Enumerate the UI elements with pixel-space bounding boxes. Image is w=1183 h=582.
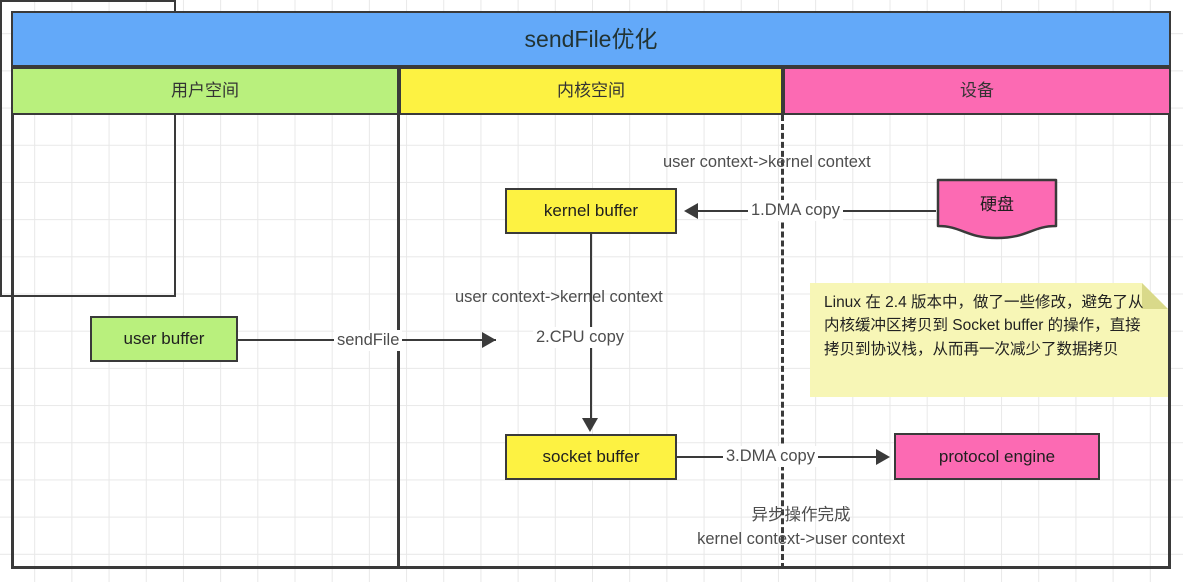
edge-label-cpu-copy-2: 2.CPU copy	[533, 327, 628, 349]
node-kernel-buffer[interactable]: kernel buffer	[505, 188, 677, 234]
edge-cpu-copy-2-arrowhead	[582, 418, 598, 432]
annotation-context-switch-mid: user context->kernel context	[455, 288, 663, 306]
node-user-buffer[interactable]: user buffer	[90, 316, 238, 362]
edge-label-dma-copy-3: 3.DMA copy	[723, 446, 818, 468]
lane-divider-kernel-device	[781, 115, 784, 569]
edge-label-dma-copy-1: 1.DMA copy	[748, 200, 843, 222]
annotation-async-done-line2: kernel context->user context	[697, 530, 905, 548]
edge-label-sendfile: sendFile	[334, 330, 403, 352]
annotation-context-switch-top: user context->kernel context	[663, 153, 871, 171]
lane-header-kernel-space: 内核空间	[399, 67, 783, 115]
lane-label-user-space: 用户空间	[171, 81, 239, 101]
note-text: Linux 在 2.4 版本中，做了一些修改，避免了从内核缓冲区拷贝到 Sock…	[824, 294, 1144, 358]
lane-label-kernel-space: 内核空间	[557, 81, 625, 101]
lane-header-device: 设备	[783, 67, 1171, 115]
lane-header-user-space: 用户空间	[11, 67, 399, 115]
hard-disk-shape-icon	[936, 178, 1058, 240]
node-socket-buffer-label: socket buffer	[542, 447, 640, 467]
node-user-buffer-label: user buffer	[123, 329, 205, 349]
node-hard-disk-label: 硬盘	[980, 195, 1014, 214]
node-protocol-engine-label: protocol engine	[938, 446, 1056, 466]
diagram-title: sendFile优化	[524, 25, 658, 52]
diagram-title-bar: sendFile优化	[11, 11, 1171, 67]
node-protocol-engine[interactable]: protocol engine	[894, 433, 1100, 480]
node-socket-buffer[interactable]: socket buffer	[505, 434, 677, 480]
node-hard-disk[interactable]: 硬盘	[936, 178, 1058, 240]
kernel-buffer-group-container	[0, 0, 176, 297]
annotation-async-done-line1: 异步操作完成	[751, 506, 851, 524]
edge-sendfile-arrowhead	[482, 332, 496, 348]
lane-label-device: 设备	[960, 81, 994, 101]
note-callout: Linux 在 2.4 版本中，做了一些修改，避免了从内核缓冲区拷贝到 Sock…	[810, 283, 1168, 397]
node-kernel-buffer-label: kernel buffer	[543, 201, 639, 221]
edge-dma-copy-1-arrowhead	[684, 203, 698, 219]
note-shape-icon	[810, 283, 1168, 397]
edge-dma-copy-3-arrowhead	[876, 449, 890, 465]
